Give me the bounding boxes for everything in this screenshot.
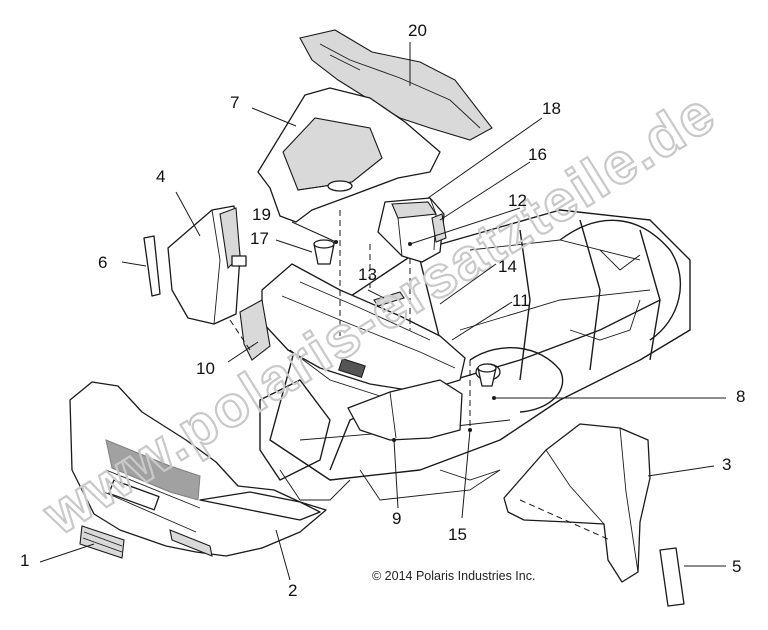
part-6-bracket [143,235,161,297]
part-10-dash-panel [239,263,466,397]
part-5-bracket [659,547,685,607]
part-18-intake-box [377,197,445,263]
callout-3: 3 [722,455,731,474]
callout-labels: 20 7 18 16 4 12 19 17 6 14 13 11 10 8 3 … [20,21,745,600]
part-20-roof-panel [299,29,493,141]
callout-19: 19 [252,205,271,224]
part-16-plate [431,213,447,243]
callout-14: 14 [498,257,517,276]
callout-16: 16 [528,145,547,164]
callout-8: 8 [736,387,745,406]
callout-1: 1 [20,551,29,570]
part-7-hood [257,87,441,223]
callout-10: 10 [196,359,215,378]
part-13-strip [373,291,405,307]
part-12-cup [477,363,497,387]
callout-4: 4 [156,167,165,186]
callout-13: 13 [358,265,377,284]
callout-20: 20 [408,21,427,40]
callout-18: 18 [542,99,561,118]
leader-dots [334,240,496,442]
leader-lines [39,42,726,581]
part-4-side-panel [167,205,247,325]
callout-6: 6 [98,253,107,272]
assembly-lines [229,210,611,541]
callout-11: 11 [512,291,530,310]
callout-2: 2 [288,581,297,600]
callout-12: 12 [508,191,527,210]
callout-15: 15 [448,525,467,544]
part-3-fender [503,423,651,583]
callout-5: 5 [732,557,741,576]
part-1-grille-insert [79,525,125,559]
copyright-text: © 2014 Polaris Industries Inc. [372,569,535,583]
part-9-lower-panel [347,379,463,441]
callout-7: 7 [230,93,239,112]
part-2-front-fascia [69,381,327,557]
callout-9: 9 [392,509,401,528]
callout-17: 17 [250,229,269,248]
part-17-cup-holder [313,239,335,265]
